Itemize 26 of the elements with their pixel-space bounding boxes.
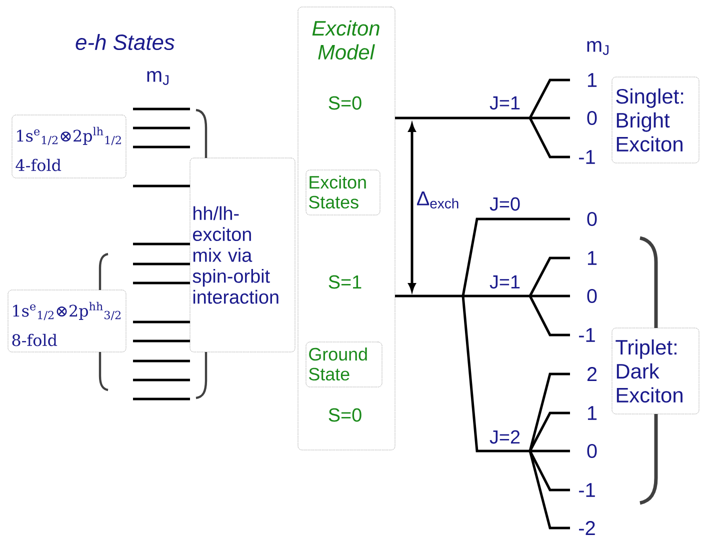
axis-label: m$_{J}$ (147, 71, 168, 85)
level-value: 1 (588, 251, 597, 265)
gap-label: Δ$_{exch}$ (416, 192, 458, 208)
level-label: J=0 (490, 197, 520, 211)
note-box: hh/lh-exciton mix via spin-orbit interaction (190, 158, 296, 352)
state-box: 1s$^{e}$$_{1/2}$⊗2p$^{lh}$1/2 4-fold (12, 114, 126, 178)
label-box: Ground State (306, 342, 382, 388)
level-value: -2 (579, 521, 595, 535)
exciton-box: Triplet: Dark Exciton (612, 328, 700, 414)
level-label: S=1 (328, 275, 362, 289)
level-label: J=1 (490, 275, 520, 289)
level-value: 0 (587, 444, 597, 458)
level-label: S=0 (328, 96, 362, 110)
level-value: 0 (587, 212, 597, 226)
level-label: J=1 (490, 96, 520, 110)
axis-label: m$_{J}$ (587, 41, 608, 55)
exciton-box: Singlet: Bright Exciton (612, 76, 700, 164)
level-label: S=0 (328, 408, 362, 422)
state-box: 1s$^{e}$$_{1/2}$⊗2p$^{hh}$3/2 8-fold (8, 290, 126, 352)
level-label: J=2 (490, 430, 520, 444)
level-value: 0 (587, 288, 597, 304)
level-value: -1 (579, 483, 595, 497)
level-value: 1 (588, 73, 597, 87)
label-box: Exciton States (306, 170, 380, 216)
heading: e-h States (76, 34, 174, 50)
level-value: 1 (588, 406, 597, 420)
